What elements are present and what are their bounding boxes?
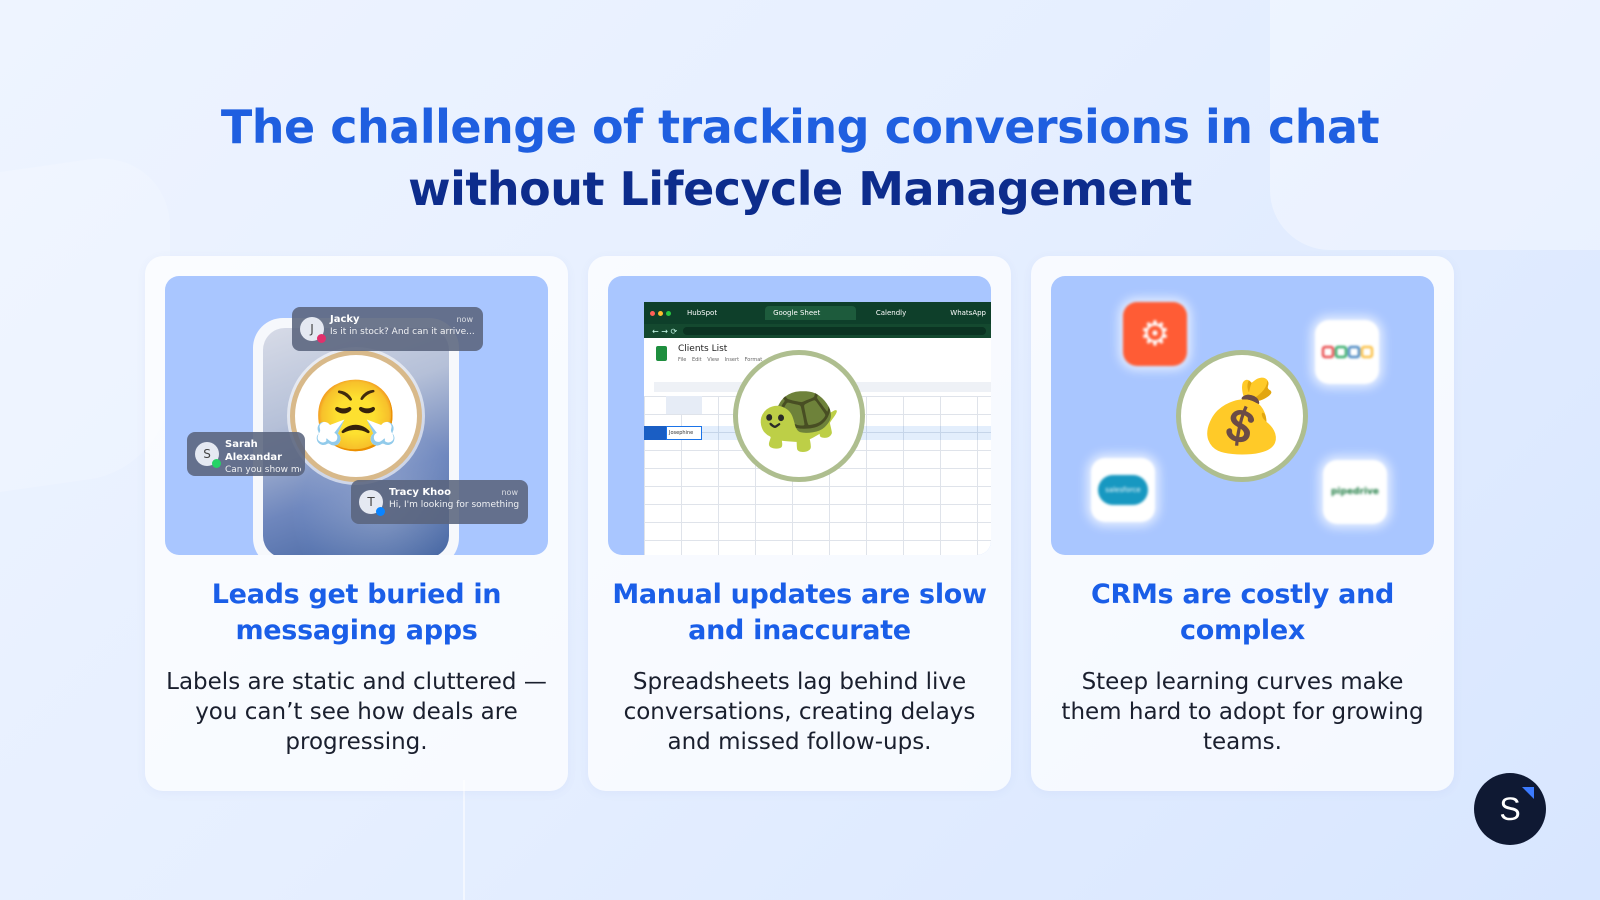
avatar: S	[195, 442, 221, 468]
notification-sarah: S Sarah Alexandar Can you show me the	[187, 432, 305, 476]
sheets-icon	[656, 346, 667, 361]
notification-message: Hi, I'm looking for something ...	[389, 500, 520, 510]
browser-tab-bar: HubSpot Google Sheet Calendly WhatsApp	[644, 302, 991, 324]
tab-calendly[interactable]: Calendly	[875, 309, 907, 317]
hubspot-icon: ⚙	[1123, 302, 1187, 366]
tab-hubspot[interactable]: HubSpot	[687, 309, 718, 317]
card-leads-buried: J Jacky Is it in stock? And can it arriv…	[145, 256, 568, 791]
zoho-icon	[1315, 320, 1379, 384]
sheet-menu: File Edit View Insert Format	[678, 357, 763, 363]
card-title: Manual updates are slow and inaccurate	[612, 579, 987, 646]
card-manual-updates: HubSpot Google Sheet Calendly WhatsApp ←…	[588, 256, 1011, 791]
turtle-icon: 🐢	[733, 350, 865, 482]
notification-time: now	[501, 488, 518, 497]
money-bag-icon: 💰	[1176, 350, 1308, 482]
frustrated-face-icon: 😤	[290, 350, 422, 482]
spreadsheet-illustration: HubSpot Google Sheet Calendly WhatsApp ←…	[608, 276, 991, 555]
pipedrive-icon: pipedrive	[1323, 460, 1387, 524]
notification-jacky: J Jacky Is it in stock? And can it arriv…	[292, 307, 483, 351]
background-line	[463, 780, 465, 900]
notification-name: Jacky	[330, 314, 360, 325]
card-title: CRMs are costly and complex	[1090, 579, 1395, 646]
row-number	[644, 426, 666, 440]
salesforce-icon: salesforce	[1091, 458, 1155, 522]
card-description: Steep learning curves make them hard to …	[1061, 669, 1424, 755]
challenge-cards: J Jacky Is it in stock? And can it arriv…	[145, 256, 1455, 791]
column-highlight	[666, 396, 702, 414]
card-description: Labels are static and cluttered — you ca…	[166, 669, 547, 755]
card-description: Spreadsheets lag behind live conversatio…	[623, 669, 976, 755]
notification-name: Sarah Alexandar	[225, 439, 283, 463]
notification-tracy: T Tracy Khoo Hi, I'm looking for somethi…	[351, 480, 528, 524]
notification-name: Tracy Khoo	[389, 487, 451, 498]
headline-line-2: without Lifecycle Management	[408, 162, 1192, 216]
address-bar: ← → ⟳	[644, 324, 991, 338]
card-crm-costly: ⚙ salesforce pipedrive 💰 CRMs are costly…	[1031, 256, 1454, 791]
tab-google-sheet[interactable]: Google Sheet	[765, 306, 856, 320]
window-controls	[650, 310, 671, 316]
sheet-header: Clients List File Edit View Insert Forma…	[644, 338, 991, 380]
avatar: T	[359, 490, 385, 516]
sheet-name: Clients List	[678, 344, 728, 354]
tab-whatsapp[interactable]: WhatsApp	[950, 309, 986, 317]
crm-illustration: ⚙ salesforce pipedrive 💰	[1051, 276, 1434, 555]
messaging-illustration: J Jacky Is it in stock? And can it arriv…	[165, 276, 548, 555]
notification-time: now	[456, 315, 473, 324]
nav-arrows-icon: ← → ⟳	[652, 326, 678, 336]
avatar: J	[300, 317, 326, 343]
headline-line-1: The challenge of tracking conversions in…	[220, 100, 1380, 154]
page-title: The challenge of tracking conversions in…	[0, 96, 1600, 220]
selected-cell: Josephine	[666, 426, 702, 440]
notification-message: Is it in stock? And can it arrive...	[330, 327, 475, 337]
notification-message: Can you show me the	[225, 465, 301, 475]
brand-logo[interactable]: S	[1474, 773, 1546, 845]
card-title: Leads get buried in messaging apps	[211, 579, 502, 646]
url-field	[683, 327, 986, 335]
